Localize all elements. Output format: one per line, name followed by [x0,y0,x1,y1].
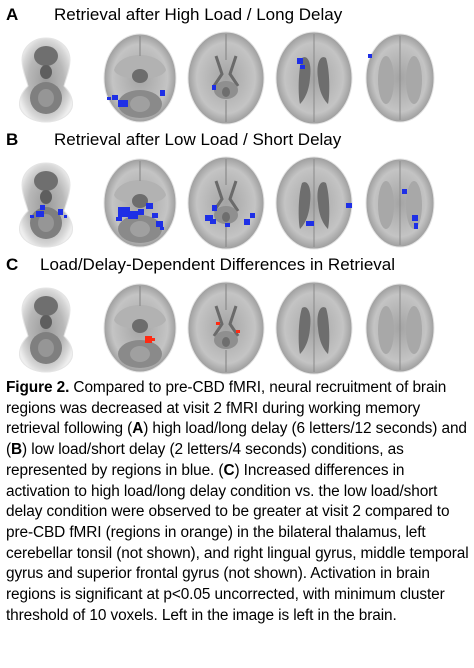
panel-a-header: A Retrieval after High Load / Long Delay [6,4,342,26]
caption-text-2: ) high load/long delay (6 letters/12 sec… [6,420,467,459]
caption-text-3: ) low load/short delay (2 letters/4 seco… [6,441,404,479]
brain-slice-a5 [365,33,435,123]
panel-c-header: C Load/Delay-Dependent Differences in Re… [6,254,395,276]
panel-b-header: B Retrieval after Low Load / Short Delay [6,129,341,151]
blob [368,54,372,58]
panel-a-brain-slices [0,28,474,128]
brain-slice-a4 [275,31,353,125]
panel-b: B Retrieval after Low Load / Short Delay [0,129,474,253]
blob [112,95,118,100]
blob [160,90,165,96]
caption-ref-b: B [11,441,23,459]
blob [107,97,111,100]
blob [212,85,216,90]
panel-a-letter: A [6,5,19,24]
brain-slice-a1 [18,37,74,123]
panel-a-title: Retrieval after High Load / Long Delay [54,5,343,24]
caption-text-1: Compared to pre-CBD fMRI, neural recruit… [6,379,447,438]
blob [297,58,303,64]
panel-c: C Load/Delay-Dependent Differences in Re… [0,254,474,378]
panel-c-brain-slices [0,278,474,378]
blob [118,100,128,107]
panel-b-title: Retrieval after Low Load / Short Delay [54,130,342,149]
panel-c-title: Load/Delay-Dependent Differences in Retr… [40,255,395,274]
caption-text-4: ) Increased differences in activation to… [6,461,469,624]
activation-blobs-c [145,322,240,343]
figure-label: Figure 2. [6,379,70,396]
panel-c-letter: C [6,255,19,274]
blob [300,65,305,69]
brain-slice-a3 [186,30,266,126]
panel-a: A Retrieval after High Load / Long Delay [0,4,474,128]
caption-ref-c: C [223,461,235,479]
caption-ref-a: A [132,420,144,438]
figure-caption: Figure 2. Compared to pre-CBD fMRI, neur… [6,378,470,626]
brain-slice-a2 [103,33,177,123]
activation-blobs-b [30,189,418,230]
activation-blobs-a [107,54,372,107]
panel-b-brain-slices [0,153,474,253]
panel-b-letter: B [6,130,19,149]
